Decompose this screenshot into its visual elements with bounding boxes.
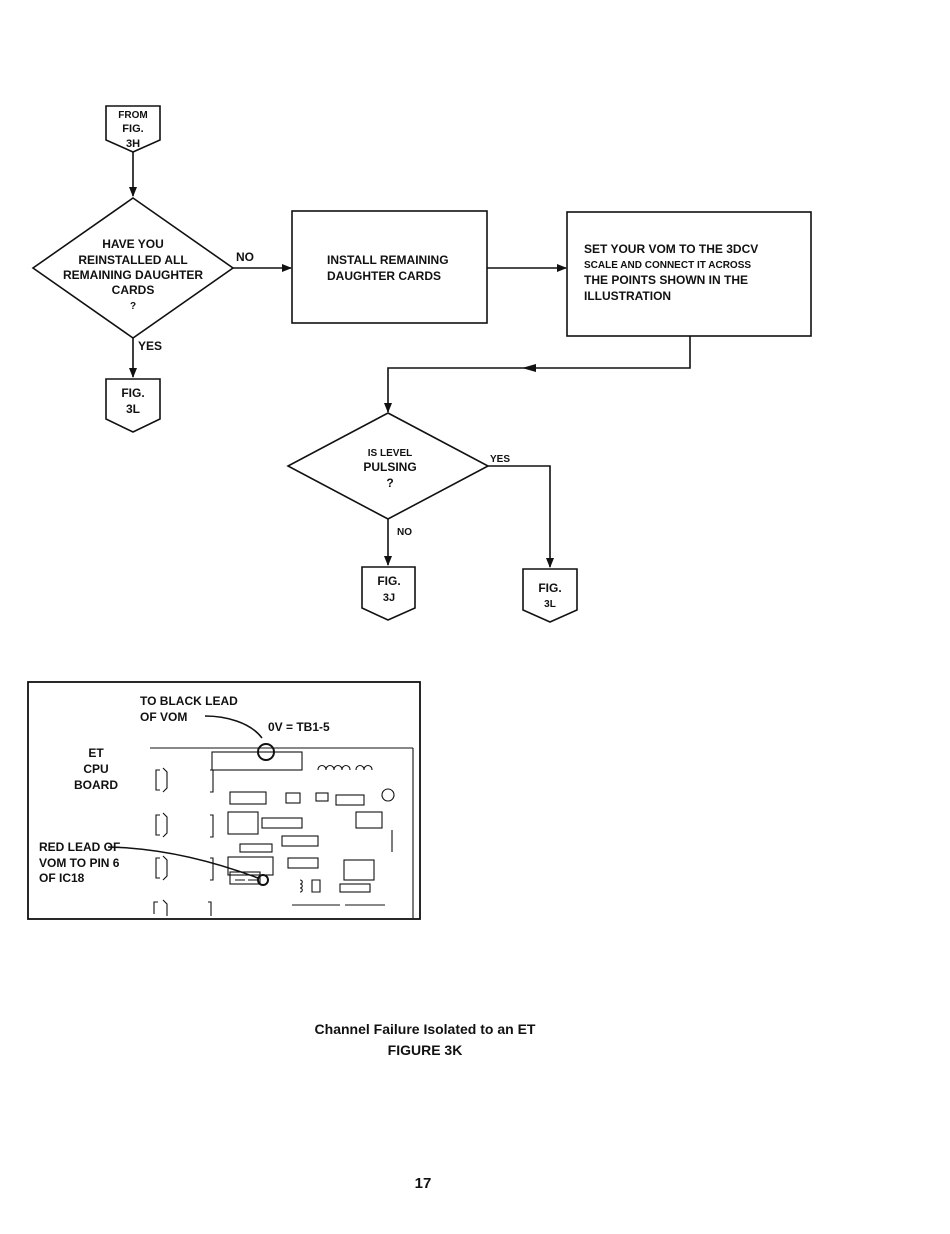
black-lead-wire bbox=[204, 715, 263, 739]
red-lead-label: VOM TO PIN 6 bbox=[39, 856, 120, 870]
ov-label: 0V = TB1-5 bbox=[268, 720, 330, 734]
black-lead-label: TO BLACK LEAD bbox=[140, 694, 238, 708]
set-vom-line: SCALE AND CONNECT IT ACROSS bbox=[584, 260, 751, 271]
board-label: CPU bbox=[83, 762, 108, 776]
install-box-line: DAUGHTER CARDS bbox=[327, 269, 441, 283]
red-lead-label: OF IC18 bbox=[39, 871, 85, 885]
caption-figure: FIGURE 3K bbox=[388, 1042, 463, 1058]
connector-line: 3J bbox=[383, 592, 395, 604]
set-vom-line: ILLUSTRATION bbox=[584, 289, 671, 303]
fig-3l-connector: FIG. 3L bbox=[105, 378, 161, 433]
board-label: ET bbox=[88, 746, 104, 760]
red-lead-label: RED LEAD OF bbox=[39, 840, 120, 854]
decision-text-line: ? bbox=[386, 476, 393, 490]
flow-return-line bbox=[384, 336, 691, 413]
label-yes: YES bbox=[490, 454, 510, 465]
decision-text-line: REMAINING DAUGHTER bbox=[63, 268, 203, 282]
caption-title: Channel Failure Isolated to an ET bbox=[315, 1021, 536, 1037]
from-fig-3h-connector: FROM FIG. 3H bbox=[105, 105, 161, 153]
decision-text-line: REINSTALLED ALL bbox=[78, 253, 187, 267]
connector-line: 3L bbox=[126, 402, 140, 416]
set-vom-box: SET YOUR VOM TO THE 3DCV SCALE AND CONNE… bbox=[566, 211, 812, 337]
decision-text-line: IS LEVEL bbox=[368, 448, 412, 459]
decision-level-pulsing: IS LEVEL PULSING ? bbox=[286, 412, 490, 520]
fig-3l-connector: FIG. 3L bbox=[522, 568, 578, 623]
install-remaining-box: INSTALL REMAINING DAUGHTER CARDS bbox=[291, 210, 488, 324]
from-connector-line: 3H bbox=[126, 138, 140, 150]
label-no: NO bbox=[236, 250, 254, 264]
fig-3j-connector: FIG. 3J bbox=[361, 566, 416, 621]
label-no: NO bbox=[397, 527, 412, 538]
decision-reinstalled-cards: HAVE YOU REINSTALLED ALL REMAINING DAUGH… bbox=[31, 197, 235, 339]
flow-direction-arrowhead bbox=[522, 364, 536, 372]
decision-text-line: CARDS bbox=[112, 283, 155, 297]
connector-line: FIG. bbox=[538, 581, 561, 595]
decision-text-line: PULSING bbox=[363, 460, 416, 474]
connector-line: FIG. bbox=[121, 386, 144, 400]
page-number: 17 bbox=[415, 1175, 432, 1192]
flow-arrow-yes bbox=[488, 465, 554, 568]
connector-line: FIG. bbox=[377, 574, 400, 588]
circuit-board-drawing bbox=[150, 743, 414, 918]
decision-text-line: ? bbox=[130, 301, 136, 312]
install-box-line: INSTALL REMAINING bbox=[327, 253, 449, 267]
from-connector-line: FIG. bbox=[122, 123, 143, 135]
connector-line: 3L bbox=[544, 599, 556, 610]
from-connector-line: FROM bbox=[118, 110, 147, 121]
board-label: BOARD bbox=[74, 778, 118, 792]
cpu-board-illustration: TO BLACK LEAD OF VOM 0V = TB1-5 ET CPU B… bbox=[27, 681, 421, 920]
decision-text-line: HAVE YOU bbox=[102, 237, 164, 251]
black-lead-label: OF VOM bbox=[140, 710, 187, 724]
label-yes: YES bbox=[138, 339, 162, 353]
set-vom-line: SET YOUR VOM TO THE 3DCV bbox=[584, 242, 758, 256]
set-vom-line: THE POINTS SHOWN IN THE bbox=[584, 273, 748, 287]
